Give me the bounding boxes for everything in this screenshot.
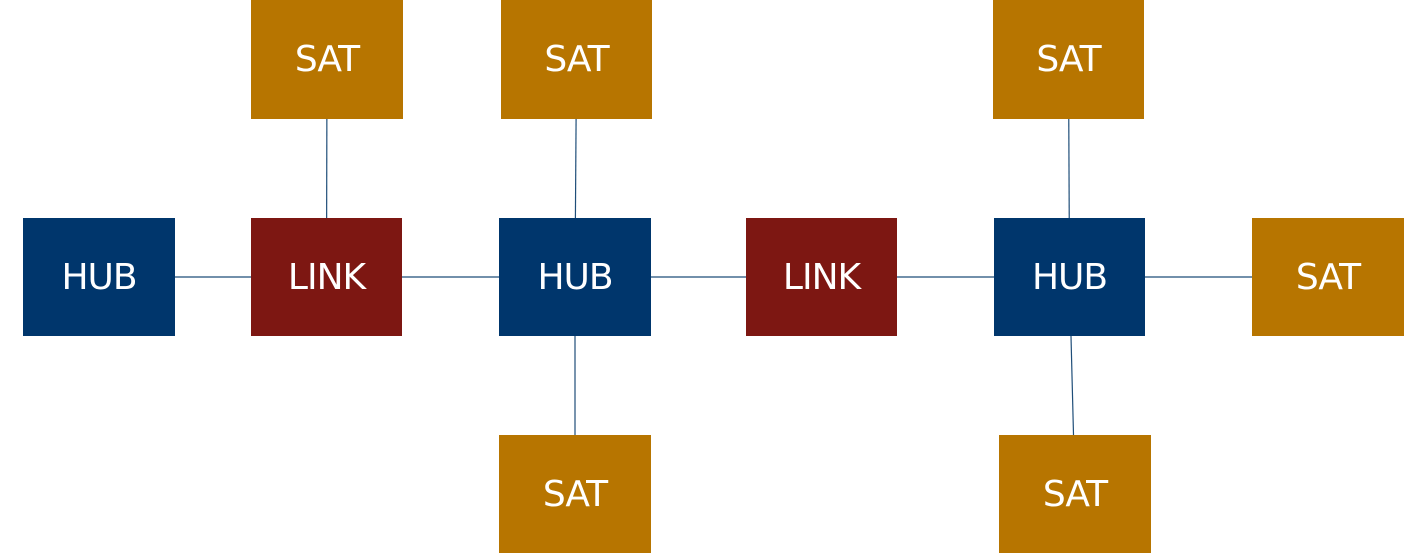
sat-node: SAT — [1252, 218, 1404, 336]
hub-node: HUB — [23, 218, 175, 336]
link-node: LINK — [251, 218, 402, 336]
link-node: LINK — [746, 218, 897, 336]
sat-node: SAT — [501, 0, 652, 119]
sat-node: SAT — [499, 435, 651, 553]
sat-node: SAT — [993, 0, 1144, 119]
hub-node: HUB — [499, 218, 651, 336]
sat-node: SAT — [251, 0, 403, 119]
hub-node: HUB — [994, 218, 1145, 336]
sat-node: SAT — [999, 435, 1151, 553]
